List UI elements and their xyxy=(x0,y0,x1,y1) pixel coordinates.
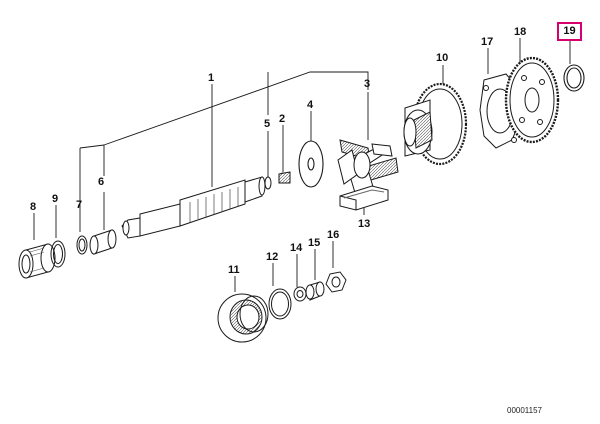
label-8: 8 xyxy=(30,201,37,213)
label-1: 1 xyxy=(208,72,215,84)
hex-nut xyxy=(325,271,347,293)
label-13: 13 xyxy=(358,218,371,230)
large-circlip xyxy=(268,288,292,320)
label-7: 7 xyxy=(76,199,83,211)
label-6: 6 xyxy=(98,176,105,188)
label-9: 9 xyxy=(52,193,59,205)
snap-ring xyxy=(563,64,585,92)
label-15: 15 xyxy=(308,237,321,249)
label-2: 2 xyxy=(279,113,286,125)
label-12: 12 xyxy=(266,251,279,263)
small-parts-5-2 xyxy=(264,171,291,190)
small-washer xyxy=(293,286,307,302)
document-number: 00001157 xyxy=(507,406,542,415)
label-14: 14 xyxy=(290,242,303,254)
driven-gear xyxy=(403,82,468,166)
drive-gear xyxy=(504,56,560,144)
label-18: 18 xyxy=(514,26,527,38)
needle-bearing xyxy=(18,243,56,279)
label-19-highlighted[interactable]: 19 xyxy=(557,22,582,41)
label-5: 5 xyxy=(264,118,271,130)
thin-ring xyxy=(76,235,88,255)
label-16: 16 xyxy=(327,229,340,241)
label-3: 3 xyxy=(364,78,371,90)
bushing xyxy=(89,229,117,255)
shaft xyxy=(121,176,266,239)
disc-washer xyxy=(298,140,324,188)
label-17: 17 xyxy=(481,36,494,48)
impeller xyxy=(337,139,399,197)
circlip xyxy=(50,240,66,268)
label-11: 11 xyxy=(228,264,240,276)
label-10: 10 xyxy=(436,52,449,64)
shaft-seal xyxy=(217,293,269,343)
label-4: 4 xyxy=(307,99,314,111)
seal-block xyxy=(339,185,389,211)
leader-lines xyxy=(33,38,571,292)
spacer-sleeve xyxy=(305,281,325,301)
